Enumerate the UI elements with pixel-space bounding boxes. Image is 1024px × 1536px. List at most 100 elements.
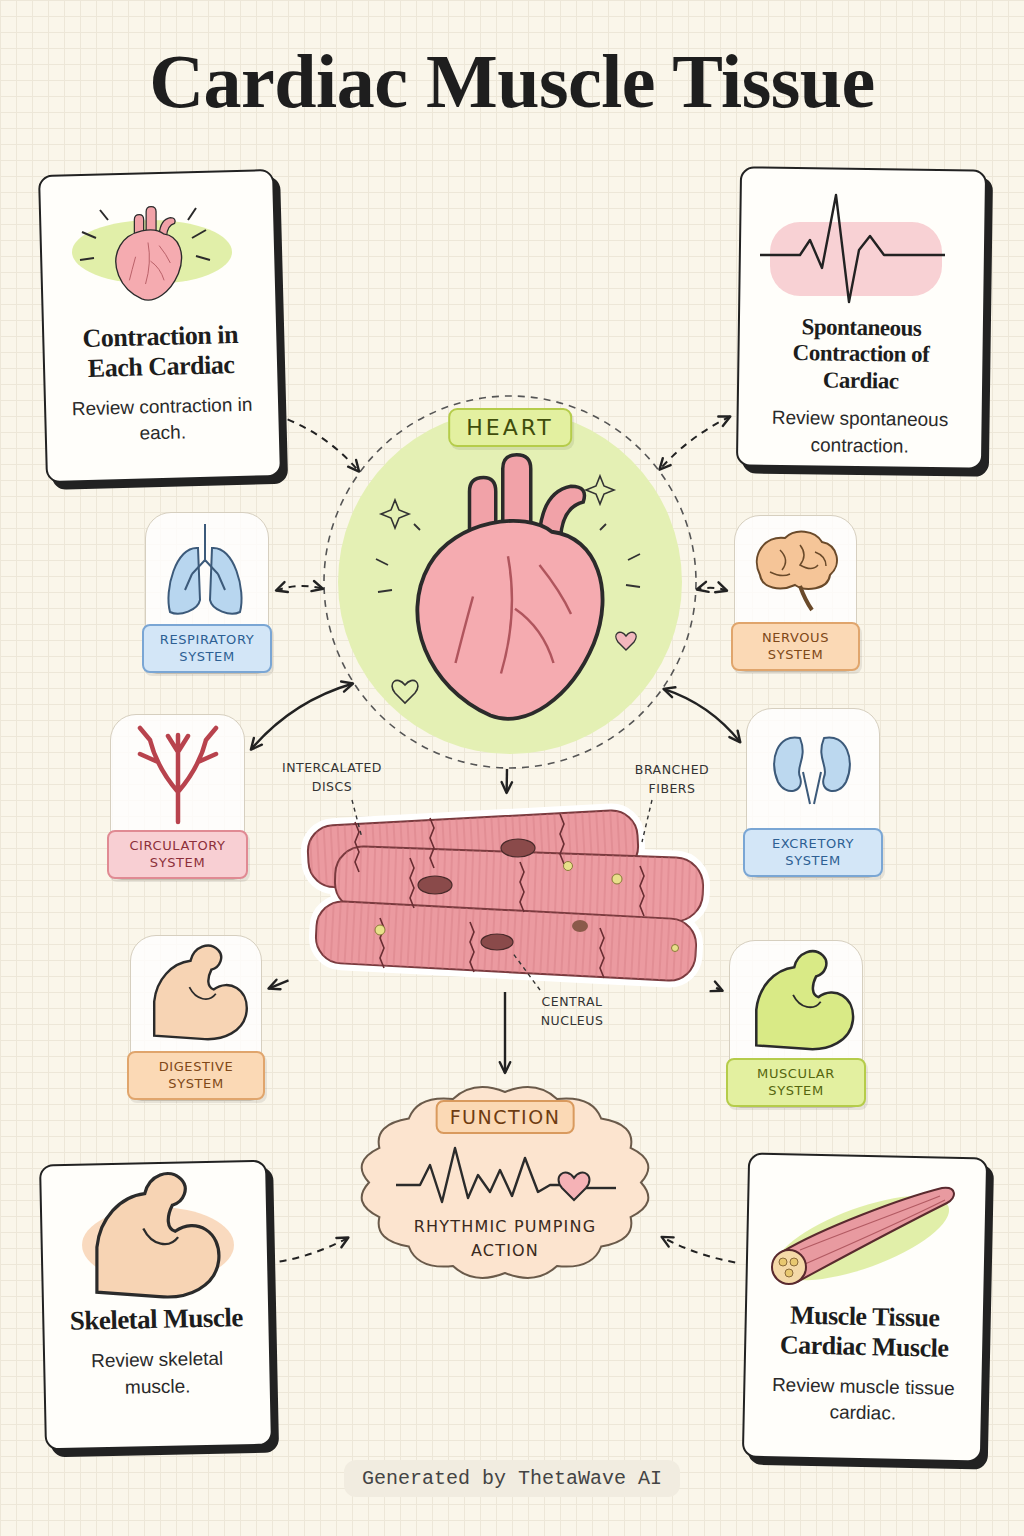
function-cloud: FUNCTIONRHYTHMIC PUMPING ACTION [355,1080,655,1285]
card-body: Review contraction in each. [62,391,263,449]
connector-line [251,684,353,750]
muscle-bundle-icon [782,1188,954,1282]
arm-icon [97,1174,219,1297]
cardiac-fibers [307,809,704,982]
heart-icon [116,207,182,301]
card-body: Review skeletal muscle. [61,1345,254,1402]
connector [662,1237,736,1263]
connector [288,419,360,471]
callout-label: INTERCALATED DISCS [272,758,392,797]
info-card: Skeletal MuscleReview skeletal muscle. [39,1160,273,1451]
cardiac-fibers [315,900,698,982]
connector-line [504,992,506,1073]
vessels-icon [140,728,216,822]
cardiac-fibers [481,934,513,950]
cardiac-fibers [315,900,698,982]
card-heading: Spontaneous Contraction of Cardiac [755,314,967,396]
anatomical-heart [417,455,602,719]
ecg-heart-icon [586,1187,616,1189]
cardiac-fibers [315,900,698,982]
arrow-head [729,731,740,743]
system-box: DIGESTIVE SYSTEM [130,935,262,1101]
arm-icon [154,946,247,1040]
card-heading: Muscle Tissue Cardiac Muscle [762,1300,967,1364]
arrow-head [711,982,723,992]
arrow-head [269,980,281,990]
arrow-head [715,582,727,592]
system-label: RESPIRATORY SYSTEM [142,624,272,673]
cloud-outline [362,1087,649,1278]
anatomical-heart [376,455,640,719]
connector [276,581,323,592]
connector [664,687,741,742]
anatomical-heart [586,476,614,504]
arrow-head [718,417,730,426]
connector-line [269,980,289,988]
arrow-head [251,738,262,750]
connector-line [280,1238,349,1262]
anatomical-heart [376,524,640,592]
diagram-title: Cardiac Muscle Tissue [0,38,1024,125]
connector [500,992,510,1073]
cardiac-fibers [307,809,640,888]
connector [269,980,289,990]
cardiac-fibers [501,839,535,857]
arrow-head [500,1062,510,1073]
connector [660,417,731,470]
connector-line [505,769,508,793]
arrow-head [502,782,512,793]
watermark-text: Generated by ThetaWave AI [344,1460,680,1497]
system-box: NERVOUS SYSTEM [734,515,857,672]
function-text: RHYTHMIC PUMPING ACTION [405,1215,605,1263]
tissue-panel: INTERCALATED DISCSBRANCHED FIBERSCENTRAL… [295,800,715,985]
system-label: MUSCULAR SYSTEM [726,1058,866,1107]
ecg-heart-icon [396,1148,562,1202]
heart-icon [72,207,232,301]
card-heading: Contraction in Each Cardiac [60,319,261,384]
brain-icon [757,532,837,589]
cardiac-fibers [307,809,640,888]
connector-line [288,419,360,471]
lungs-icon [210,548,242,614]
heart-circle-shape [330,402,690,762]
kidneys-icon [774,737,803,791]
arm-icon [82,1207,234,1283]
callout-label: CENTRAL NUCLEUS [512,992,632,1031]
muscle-bundle-icon [772,1250,806,1284]
connector [251,682,353,750]
muscle-bundle-icon [765,1178,958,1297]
arrow-head [664,687,676,697]
green-disc [338,410,682,754]
info-card: Spontaneous Contraction of CardiacReview… [736,166,987,469]
arm-icon [82,1174,234,1297]
connector-line [664,689,741,742]
cardiac-fibers [307,800,704,990]
arm-icon [154,946,247,1040]
vessels-icon [140,728,216,822]
card-heading: Skeletal Muscle [60,1302,253,1337]
muscle-bundle-icon [785,1269,793,1277]
cardiac-fibers [418,876,452,894]
brain-icon [770,545,826,576]
ecg-icon [760,195,945,302]
connector [697,582,727,592]
cardiac-fibers [334,846,704,923]
cardiac-fibers [564,862,573,871]
lungs-icon [168,548,200,614]
system-box: EXCRETORY SYSTEM [746,708,880,878]
lungs-icon [168,524,241,614]
heart-icon [72,220,232,284]
connector [502,769,512,793]
anatomical-heart [616,632,636,650]
cardiac-fibers [352,800,652,990]
arrow-head [336,1238,348,1248]
system-box: CIRCULATORY SYSTEM [110,714,245,880]
arrow-head [276,582,288,592]
connector [711,982,723,992]
ecg-icon [770,222,942,296]
heart-label: HEART [448,408,572,447]
connector [280,1238,349,1262]
muscle-bundle-icon [800,1196,945,1264]
heart-icon [80,208,210,260]
